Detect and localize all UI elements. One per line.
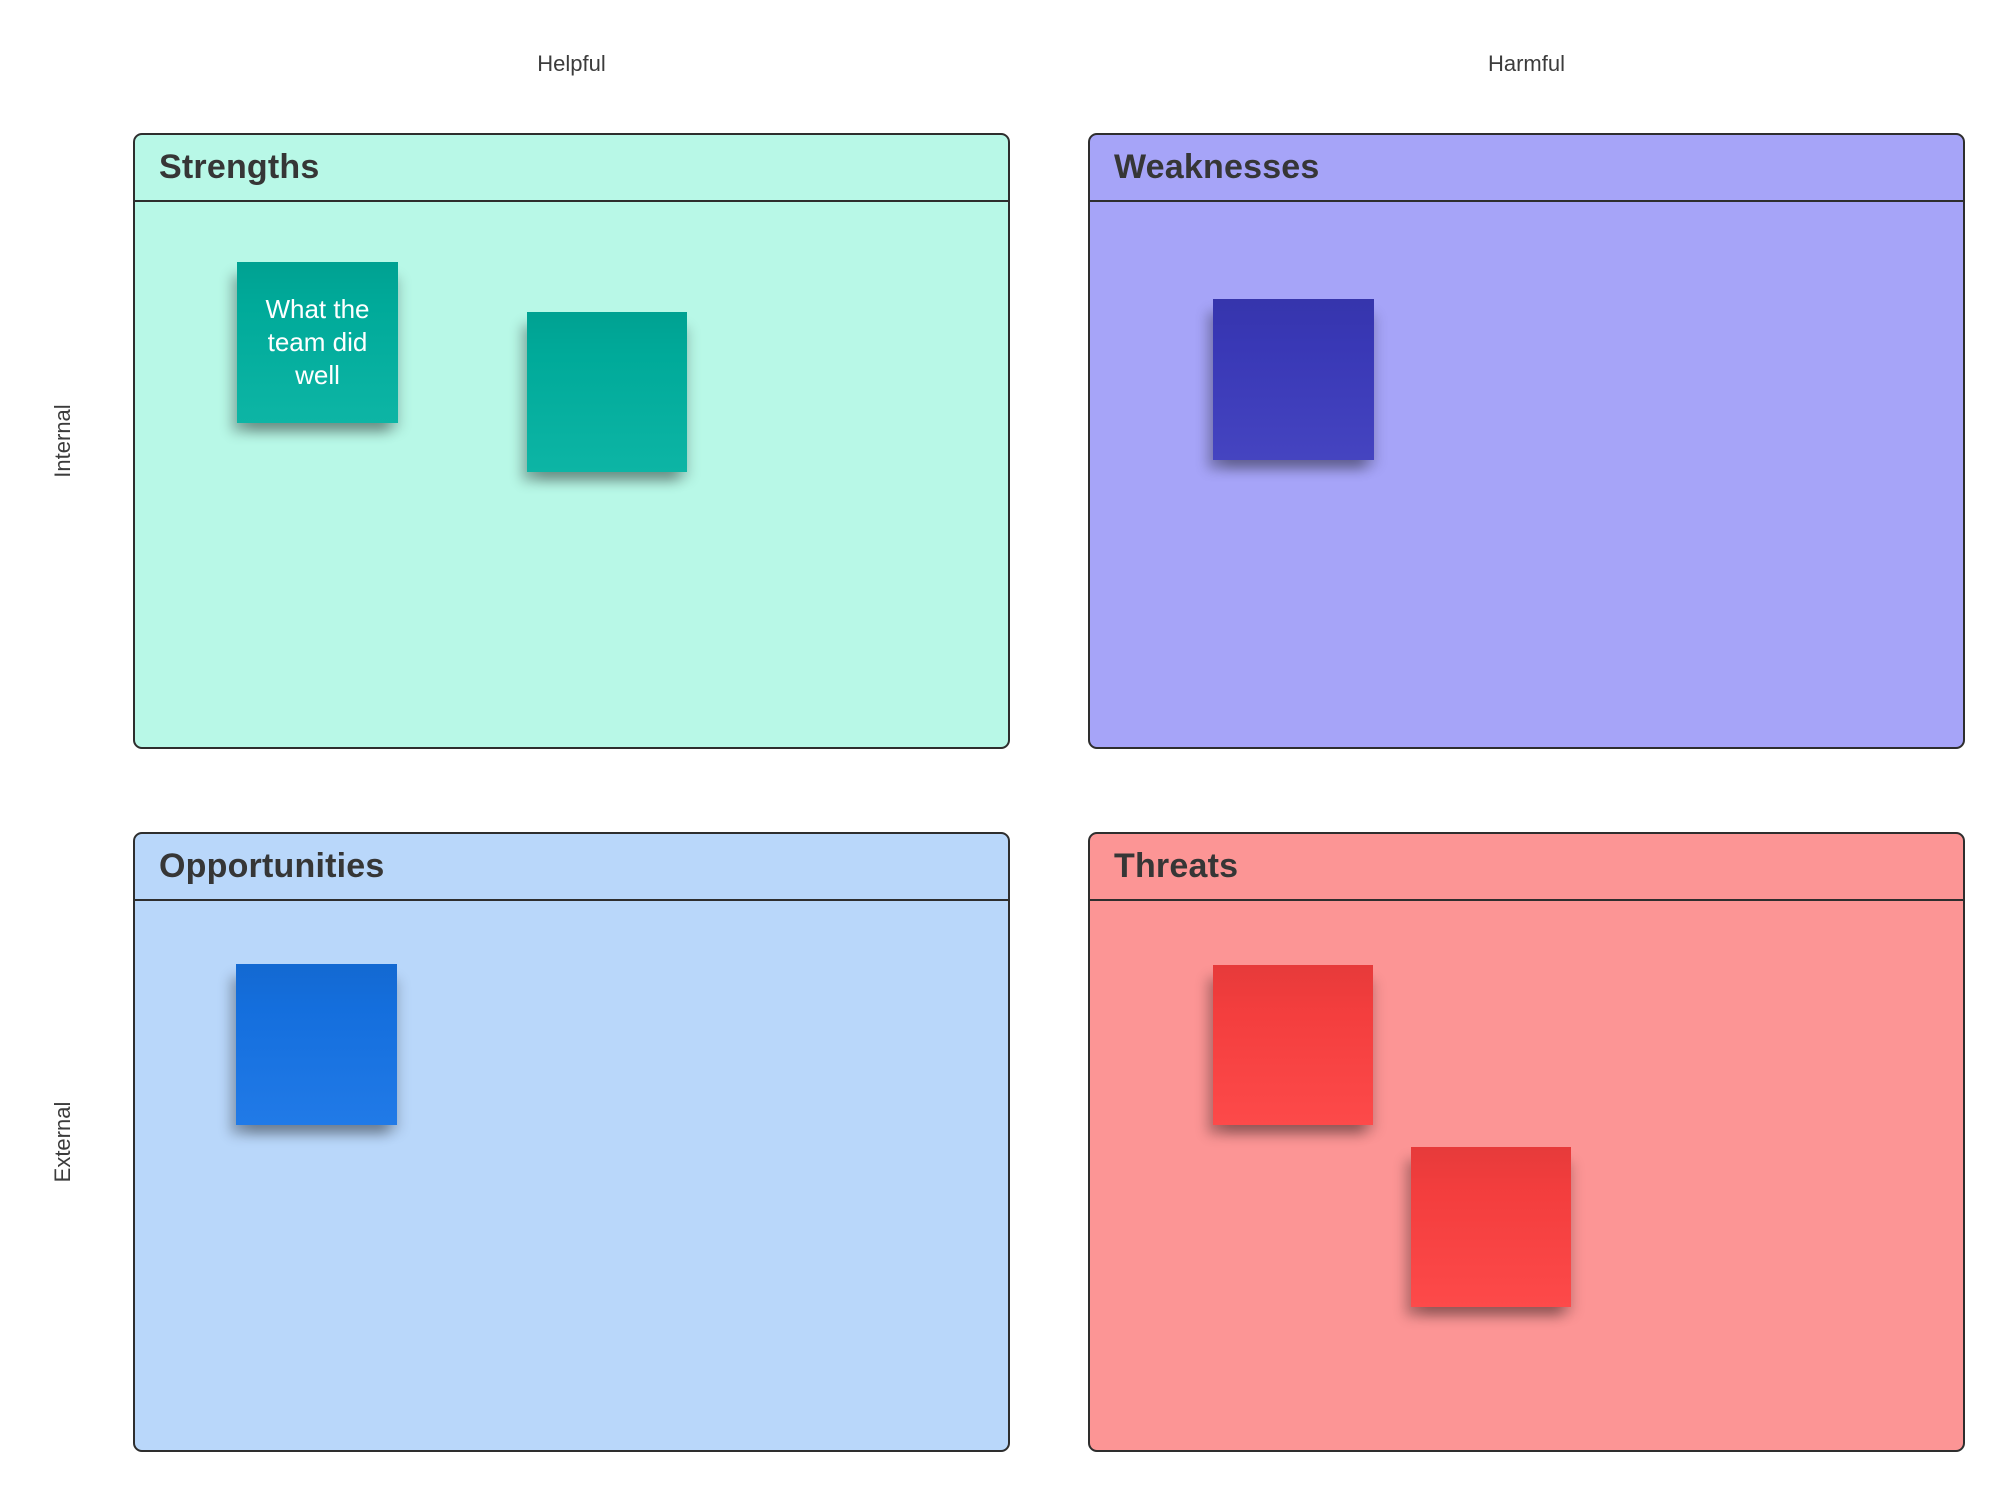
sticky-note-opportunities-1[interactable] (236, 964, 397, 1125)
quadrant-threats-title: Threats (1090, 834, 1963, 901)
quadrant-opportunities-title: Opportunities (135, 834, 1008, 901)
sticky-note-weaknesses-1[interactable] (1213, 299, 1374, 460)
sticky-note-threats-1[interactable] (1213, 965, 1373, 1125)
quadrant-weaknesses[interactable]: Weaknesses (1088, 133, 1965, 749)
row-label-internal: Internal (50, 404, 75, 478)
sticky-note-strengths-1[interactable]: What the team did well (237, 262, 398, 423)
quadrant-opportunities[interactable]: Opportunities (133, 832, 1010, 1452)
sticky-note-threats-2[interactable] (1411, 1147, 1571, 1307)
quadrant-strengths-title: Strengths (135, 135, 1008, 202)
sticky-note-strengths-2[interactable] (527, 312, 687, 472)
column-label-helpful: Helpful (537, 51, 606, 76)
column-label-harmful: Harmful (1487, 51, 1565, 76)
quadrant-strengths[interactable]: Strengths What the team did well (133, 133, 1010, 749)
sticky-note-text: What the team did well (265, 293, 370, 391)
row-label-external: External (50, 1101, 75, 1183)
quadrant-weaknesses-title: Weaknesses (1090, 135, 1963, 202)
quadrant-threats[interactable]: Threats (1088, 832, 1965, 1452)
